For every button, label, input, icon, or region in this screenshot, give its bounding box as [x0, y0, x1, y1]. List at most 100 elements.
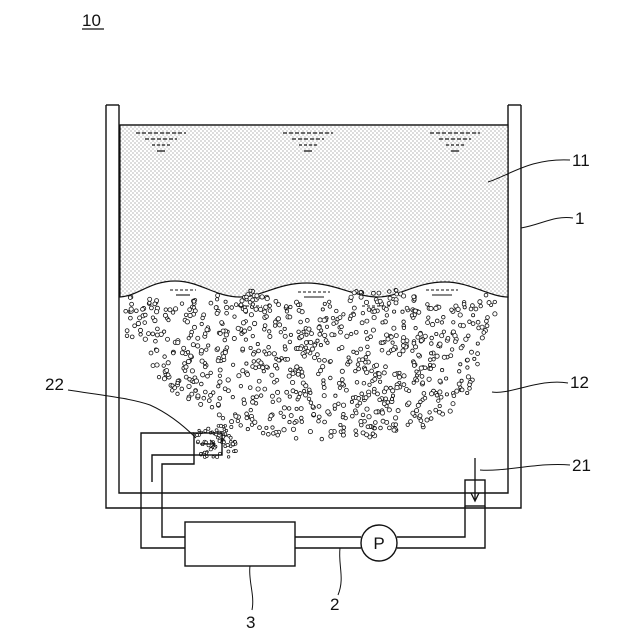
bubble: [430, 336, 434, 340]
bubble: [473, 357, 476, 360]
bubble: [259, 394, 263, 398]
bubble: [279, 411, 282, 414]
bubble: [354, 369, 358, 373]
bubble: [263, 328, 267, 332]
label-pipe: 2: [330, 595, 339, 614]
bubble: [297, 303, 300, 306]
bubble: [163, 313, 167, 317]
bubble: [278, 323, 282, 327]
bubble: [328, 300, 331, 303]
bubble: [337, 381, 341, 385]
bubble: [307, 397, 311, 401]
bubble: [268, 334, 272, 338]
bubble: [422, 392, 426, 396]
bubble: [234, 440, 237, 443]
bubble: [218, 396, 222, 400]
bubble: [230, 425, 233, 428]
bubble: [453, 334, 457, 338]
bubble: [439, 395, 443, 399]
bubble: [189, 334, 193, 338]
bubble: [369, 335, 373, 339]
bubble: [231, 395, 234, 398]
bubble: [149, 351, 153, 355]
bubble: [223, 350, 227, 354]
bubble: [217, 413, 221, 417]
bubble: [201, 373, 205, 377]
bubble: [271, 400, 275, 404]
bubble: [344, 416, 347, 419]
bubble: [273, 320, 277, 324]
bubble: [429, 417, 433, 421]
bubble: [442, 315, 446, 319]
bubble: [245, 412, 249, 416]
bubble: [305, 318, 309, 322]
bubble: [263, 310, 267, 314]
bubble: [268, 304, 271, 307]
bubble: [352, 291, 356, 295]
bubble: [425, 418, 429, 422]
bubble: [466, 358, 470, 362]
bubble: [468, 383, 472, 387]
bubble: [275, 378, 279, 382]
bubble: [289, 368, 293, 372]
bubble: [432, 358, 435, 361]
bubble: [231, 363, 234, 366]
bubble: [395, 385, 399, 389]
bubble: [293, 421, 296, 424]
bubble: [234, 303, 238, 307]
bubble: [340, 378, 344, 382]
bubble: [429, 367, 433, 371]
bubble: [291, 372, 295, 376]
bubble: [407, 401, 411, 405]
bubble: [466, 375, 470, 379]
bubble: [391, 389, 395, 393]
bubble: [263, 387, 267, 391]
bubble: [232, 336, 236, 340]
label-outlet: 22: [45, 375, 64, 394]
bubble: [251, 352, 255, 356]
bubble: [318, 318, 322, 322]
bubble: [354, 330, 358, 334]
bubble: [394, 301, 398, 305]
bubble: [129, 307, 133, 311]
bubble: [421, 423, 425, 427]
bubble: [216, 359, 220, 363]
bubble: [136, 321, 140, 325]
bubble: [203, 451, 206, 454]
device-box: [185, 522, 295, 566]
bubble: [294, 390, 297, 393]
bubble: [438, 379, 442, 383]
bubble: [459, 363, 462, 366]
bubble: [200, 322, 203, 325]
leader-outlet: [68, 390, 196, 438]
bubble: [180, 302, 184, 306]
bubble: [406, 423, 409, 426]
bubble: [320, 329, 323, 332]
bubble: [350, 332, 353, 335]
bubble: [493, 300, 496, 303]
bubble: [239, 424, 242, 427]
bubble: [232, 450, 234, 452]
bubble: [282, 415, 286, 419]
bubble: [435, 394, 439, 398]
bubble: [156, 327, 160, 331]
bubble: [356, 363, 360, 367]
liquid-layer: [120, 125, 508, 297]
bubble: [162, 330, 165, 333]
bubble: [360, 392, 364, 396]
bubble: [414, 326, 417, 329]
bubble: [190, 392, 194, 396]
bubble: [415, 370, 418, 373]
bubble: [349, 360, 353, 364]
bubble: [350, 414, 354, 418]
bubble: [420, 374, 424, 378]
bubble: [149, 306, 153, 310]
bubble: [434, 306, 438, 310]
bubble: [437, 410, 441, 414]
bubble: [254, 307, 258, 311]
bubble: [173, 307, 177, 311]
bubble: [352, 306, 356, 310]
bubble: [428, 358, 432, 362]
bubble: [402, 374, 406, 378]
bubble: [454, 340, 458, 344]
